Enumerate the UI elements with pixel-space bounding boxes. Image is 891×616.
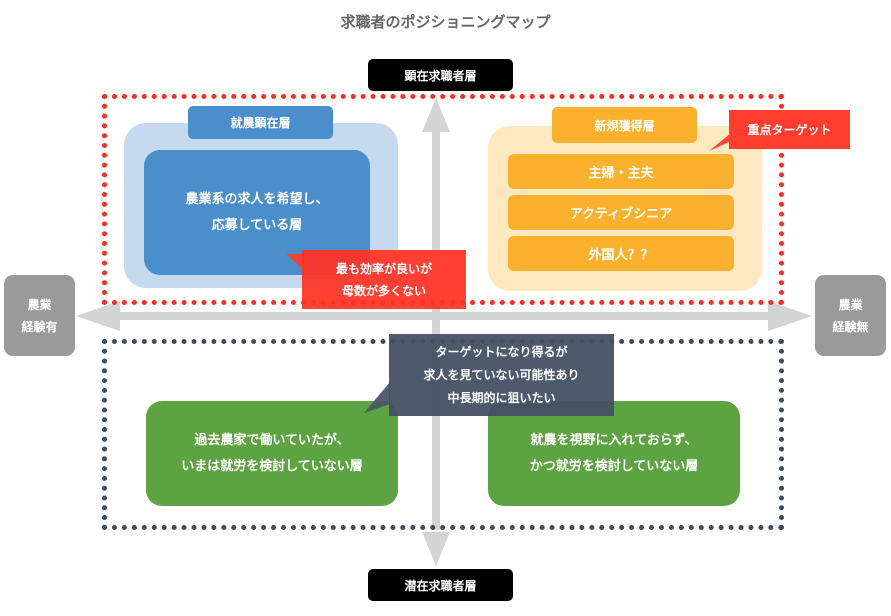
axis-label-right-line2: 経験無 xyxy=(832,319,869,334)
horizontal-axis xyxy=(76,301,812,331)
callout-line: 中長期的に狙いたい xyxy=(447,390,556,405)
target-segment-item: 主婦・主夫 xyxy=(508,154,734,189)
map-title: 求職者のポジショニングマップ xyxy=(340,12,551,31)
quadrant-top-right-tag: 新規獲得層 xyxy=(552,107,697,143)
description-line: 応募している層 xyxy=(211,217,303,233)
arrow-right-icon xyxy=(768,301,812,331)
arrow-up-icon xyxy=(422,98,450,132)
description-line: 過去農家で働いていたが、 xyxy=(194,432,350,448)
axis-label-left: 農業 経験有 xyxy=(4,275,75,356)
axis-label-bottom: 潜在求職者層 xyxy=(368,569,513,601)
efficiency-callout: 最も効率が良いが 母数が多くない xyxy=(302,250,466,309)
description-line: 就農を視野に入れておらず、 xyxy=(530,432,698,448)
quadrant-bottom-right-description: 就農を視野に入れておらず、 かつ就労を検討していない層 xyxy=(488,401,740,506)
target-segment-item: アクティブシニア xyxy=(508,195,734,230)
axis-label-left-line2: 経験有 xyxy=(21,319,58,334)
arrow-down-icon xyxy=(422,532,450,566)
axis-label-right: 農業 経験無 xyxy=(815,275,886,356)
description-line: 農業系の求人を希望し、 xyxy=(185,191,329,207)
priority-callout: 重点ターゲット xyxy=(729,110,850,149)
axis-label-left-line1: 農業 xyxy=(27,297,52,312)
efficiency-callout-tail xyxy=(286,254,306,272)
quadrant-top-left-tag: 就農顕在層 xyxy=(188,106,333,139)
callout-line: ターゲットになり得るが xyxy=(435,344,568,359)
vertical-axis xyxy=(422,98,450,566)
description-line: いまは就労を検討していない層 xyxy=(181,458,363,474)
axis-label-right-line1: 農業 xyxy=(838,297,863,312)
callout-line: 母数が多くない xyxy=(341,283,426,298)
callout-line: 求人を見ていない可能性あり xyxy=(423,367,580,382)
axis-label-top: 顕在求職者層 xyxy=(368,59,513,91)
description-line: かつ就労を検討していない層 xyxy=(529,458,699,474)
quadrant-bottom-left-description: 過去農家で働いていたが、 いまは就労を検討していない層 xyxy=(146,401,398,506)
latent-target-callout: ターゲットになり得るが 求人を見ていない可能性あり 中長期的に狙いたい xyxy=(389,334,614,416)
target-segment-item: 外国人？？ xyxy=(508,236,734,271)
latent-callout-tail xyxy=(364,382,390,413)
callout-line: 最も効率が良いが xyxy=(335,261,432,276)
arrow-left-icon xyxy=(76,301,120,331)
